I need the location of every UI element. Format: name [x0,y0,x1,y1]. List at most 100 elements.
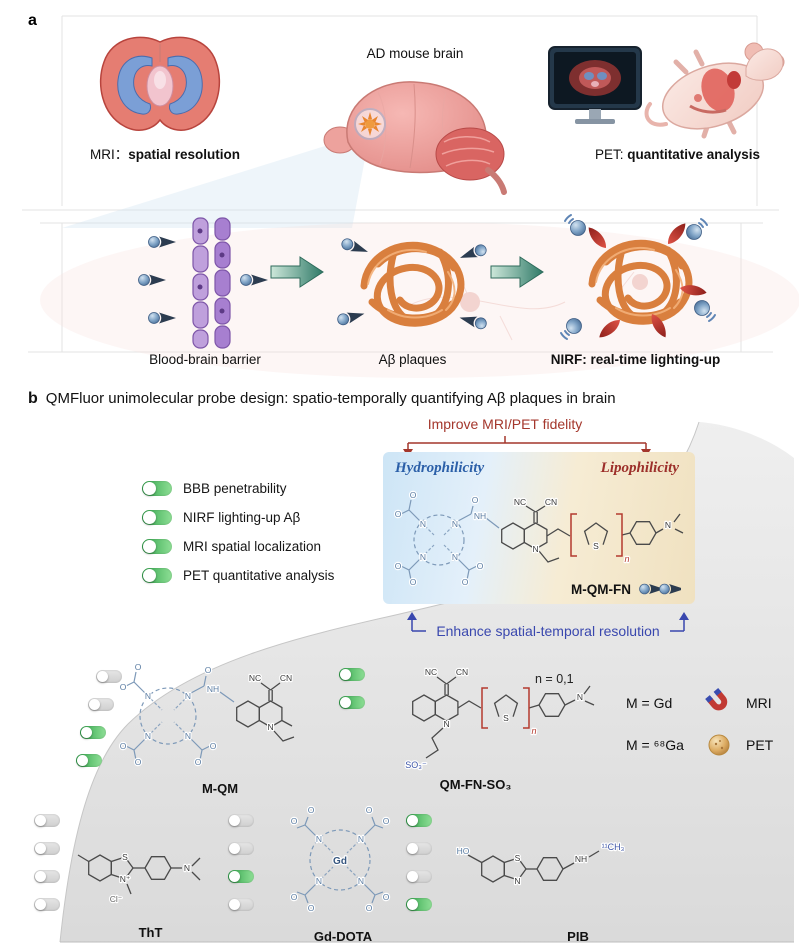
atom-label: O [135,662,142,672]
mqm-toggle-nirf[interactable] [88,698,114,711]
probe-icon [457,242,488,264]
qmfnso3-toggle-2[interactable] [339,696,365,709]
arrow-right-icon [270,256,324,288]
magnet-icon [705,688,728,711]
signal-sphere-icon [560,317,583,340]
pib-structure: S N NH HO ¹¹CH₃ [455,841,625,887]
pib-name: PIB [567,929,589,944]
probe-icon [457,311,488,331]
atom-label: CN [456,667,468,677]
atom-label: O [395,509,402,519]
pet-caption-bold: quantitative analysis [627,147,761,162]
pib-toggle-mri[interactable] [406,870,432,883]
signal-sphere-icon [564,214,587,237]
compound-qmfnso3: n = 0,1 NC CN N [333,650,603,796]
atom-label: N [577,692,583,702]
atom-label: N [184,863,190,873]
atom-label: O [195,757,202,767]
pib-toggle-bbb[interactable] [406,814,432,827]
feature-mri-label: MRI spatial localization [183,539,322,554]
bracket-n-label: n [624,554,629,564]
qmfnso3-toggle-1[interactable] [339,668,365,681]
plaque-starburst [358,112,382,136]
atom-label: N [268,722,274,732]
toggle-knob [143,569,156,582]
pet-mouse-illustration [644,42,785,139]
enhance-arrow-right [670,612,689,632]
arrow-right-icon [490,256,544,288]
atom-label: CN [280,673,292,683]
pib-toggle-pet[interactable] [406,898,432,911]
compound-gddota: N N N N O O O O O O O O Gd Gd-DOTA [220,800,420,948]
mouse-brain-illustration [323,81,507,195]
mqm-toggle-bbb[interactable] [96,670,122,683]
signal-sphere-icon [685,218,708,241]
pib-toggle-nirf[interactable] [406,842,432,855]
toggle-knob [35,843,46,854]
bbb-illustration [138,217,269,349]
toggle-knob [407,815,418,826]
toggle-knob [35,815,46,826]
nirf-caption: NIRF: real-time lighting-up [550,352,721,367]
atom-label: NH [474,511,486,521]
feature-checklist: BBB penetrability NIRF lighting-up Aβ MR… [142,474,334,590]
neuron-cell [460,292,480,312]
compound-mqm: N N N N O O O O O O O NH [70,650,350,796]
atom-label: O [210,741,217,751]
nirf-flame-icon [596,316,624,342]
atom-label: O [308,805,315,815]
pib-toggle-column [406,814,432,911]
feature-pet: PET quantitative analysis [142,561,334,590]
gddota-toggle-mri[interactable] [228,870,254,883]
gddota-toggle-nirf[interactable] [228,842,254,855]
tht-toggle-mri[interactable] [34,870,60,883]
atom-label: O [410,577,417,587]
probe-icon [148,236,177,248]
panel-a-label: a [28,12,37,29]
atom-label: N [444,719,450,729]
legend: M = Gd MRI M = ⁶⁸Ga PET [626,682,773,766]
legend-gd-label: M = Gd [626,695,673,711]
tht-toggle-nirf[interactable] [34,842,60,855]
atom-label: S [122,852,128,862]
atom-label: O [472,495,479,505]
legend-row-mri: M = Gd MRI [626,682,773,724]
hydro-lipo-panel: Hydrophilicity Lipophilicity N N N N O O… [383,452,695,604]
toggle-knob [143,540,156,553]
feature-nirf-toggle[interactable] [142,510,172,525]
mri-brain-illustration [99,36,221,131]
atom-label: O [383,816,390,826]
atom-label: N [316,834,322,844]
mqm-toggle-mri[interactable] [80,726,106,739]
enhance-note: Enhance spatial-temporal resolution [436,623,660,639]
atom-label: NC [514,497,526,507]
bbb-caption: Blood-brain barrier [149,352,261,367]
feature-bbb-toggle[interactable] [142,481,172,496]
improve-note: Improve MRI/PET fidelity [427,416,583,432]
atom-label: N [358,834,364,844]
atom-label: O [395,561,402,571]
toggle-knob [407,871,418,882]
mqm-toggle-pet[interactable] [76,754,102,767]
toggle-knob [77,755,88,766]
feature-pet-toggle[interactable] [142,568,172,583]
enhance-arrow-left [407,612,426,632]
atom-label: N⁺ [120,874,131,884]
legend-row-pet: M = ⁶⁸Ga PET [626,724,773,766]
abeta-caption: Aβ plaques [378,352,447,367]
atom-label: N [665,520,671,530]
tht-toggle-pet[interactable] [34,898,60,911]
atom-label: NH [575,854,587,864]
toggle-knob [340,669,351,680]
feature-mri-toggle[interactable] [142,539,172,554]
probe-pair-icon [639,583,681,595]
legend-pet-label: PET [746,737,774,753]
tht-toggle-bbb[interactable] [34,814,60,827]
gddota-toggle-column [228,814,254,911]
toggle-knob [229,871,240,882]
gddota-toggle-bbb[interactable] [228,814,254,827]
neuron-cell [632,274,648,290]
gddota-toggle-pet[interactable] [228,898,254,911]
toggle-knob [407,843,418,854]
